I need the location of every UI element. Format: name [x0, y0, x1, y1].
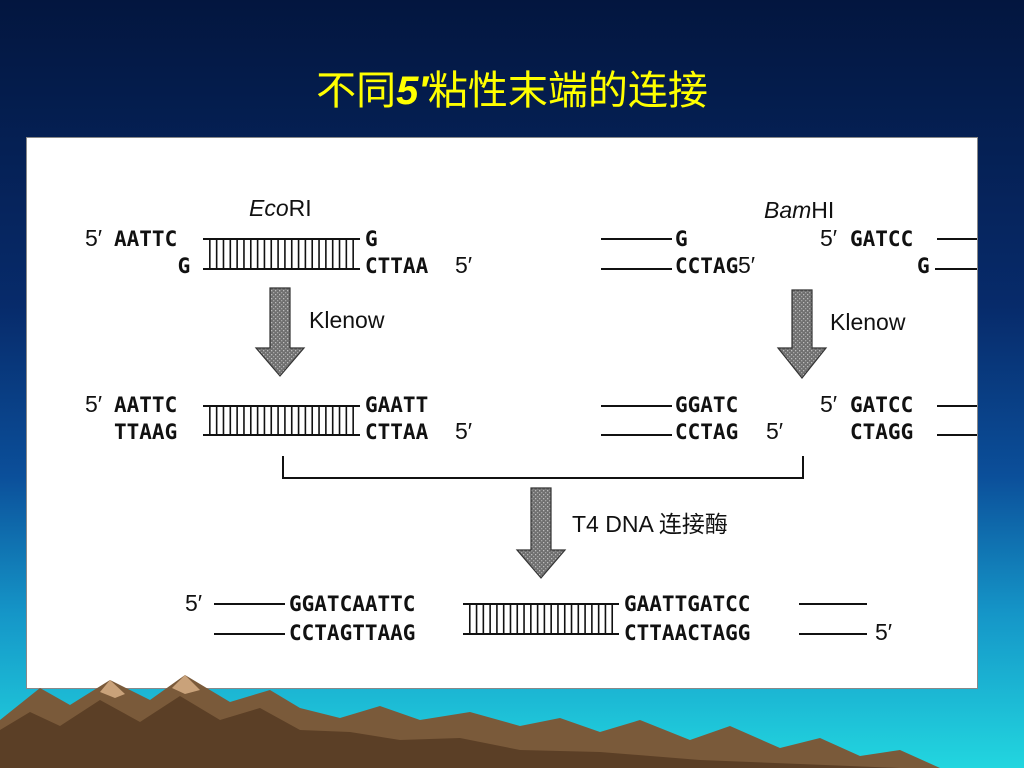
ecori-filled-duplex-ladder [203, 405, 360, 436]
five-prime-label: 5′ [455, 252, 472, 278]
five-prime-label: 5′ [185, 590, 202, 616]
ecori-filled-top-right: GAATT [365, 393, 428, 417]
product-bottom-right: CTTAACTAGG [624, 621, 750, 645]
five-prime-label: 5′ [455, 418, 472, 444]
ecori-top-strand-left: AATTC [114, 227, 177, 251]
ecori-top-strand-right: G [365, 227, 378, 251]
combine-bracket [282, 456, 804, 479]
five-prime-label: 5′ [820, 225, 837, 251]
bamhi-bottom-strand-left: CCTAG [675, 254, 738, 278]
product-duplex-ladder [463, 603, 619, 635]
ecori-bottom-strand-right: CTTAA [365, 254, 429, 278]
klenow-label-right: Klenow [830, 309, 906, 335]
product-top-right: GAATTGATCC [624, 592, 750, 616]
ecori-bottom-strand-left: G [178, 254, 191, 278]
product-bottom-left: CCTAGTTAAG [289, 621, 415, 645]
ligase-arrow [515, 487, 567, 579]
five-prime-label: 5′ [820, 391, 837, 417]
title-prefix: 不同 [316, 68, 397, 114]
klenow-label-left: Klenow [309, 307, 385, 333]
bamhi-label: BamHI [764, 197, 834, 223]
bamhi-top-strand-right: GATCC [850, 227, 913, 251]
five-prime-label: 5′ [85, 225, 102, 251]
ligase-label: T4 DNA 连接酶 [572, 511, 728, 537]
ecori-duplex-ladder [203, 238, 360, 270]
title-five-prime: 5′ [396, 69, 428, 113]
slide-title: 不同5′粘性末端的连接 [0, 58, 1024, 116]
bamhi-bottom-strand-right: G [917, 254, 930, 278]
diagram-panel: EcoRI 5′ AATTC G G CTTAA 5′ BamHI G CCTA… [26, 137, 978, 689]
bamhi-filled-top-right: GATCC [850, 393, 913, 417]
product-top-left: GGATCAATTC [289, 592, 415, 616]
bamhi-filled-bottom-right: CTAGG [850, 420, 913, 444]
ecori-filled-bottom-left: TTAAG [114, 420, 177, 444]
mountain-decoration [0, 675, 940, 768]
bamhi-top-strand-left: G [675, 227, 688, 251]
bamhi-filled-bottom-left: CCTAG [675, 420, 738, 444]
five-prime-label: 5′ [875, 619, 892, 645]
title-suffix: 粘性末端的连接 [427, 68, 708, 114]
ecori-label: EcoRI [249, 195, 312, 221]
five-prime-label: 5′ [85, 391, 102, 417]
ecori-filled-bottom-right: CTTAA [365, 420, 429, 444]
bamhi-filled-top-left: GGATC [675, 393, 738, 417]
ligation-diagram: EcoRI 5′ AATTC G G CTTAA 5′ BamHI G CCTA… [85, 195, 977, 645]
ecori-filled-top-left: AATTC [114, 393, 177, 417]
klenow-arrow-right [776, 289, 828, 379]
five-prime-label: 5′ [738, 252, 755, 278]
klenow-arrow-left [254, 287, 306, 377]
five-prime-label: 5′ [766, 418, 783, 444]
